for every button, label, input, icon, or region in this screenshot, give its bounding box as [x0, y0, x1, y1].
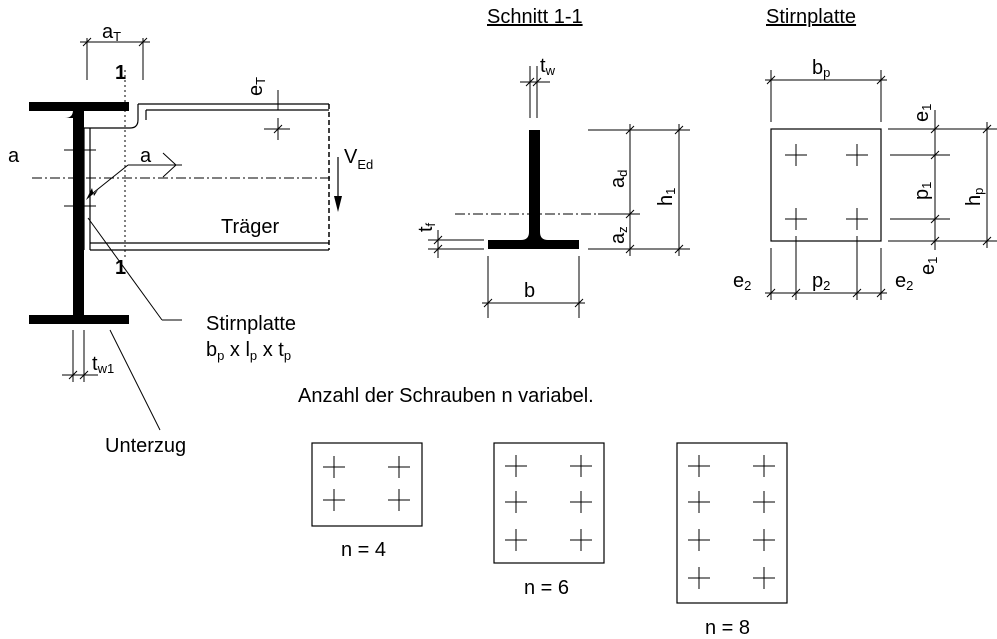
label-e-1-bottom: e1	[917, 257, 940, 275]
dim-e-T: eT	[245, 77, 290, 140]
label-b: b	[524, 280, 535, 302]
label-traeger: Träger	[221, 216, 280, 238]
traeger-beam	[32, 70, 332, 260]
label-a-T: aT	[102, 21, 121, 44]
label-stirnplatte-dims: bp x lp x tp	[206, 339, 291, 363]
label-p-2: p2	[812, 270, 830, 293]
label-t-w1: tw1	[92, 353, 114, 376]
label-e-T: eT	[245, 77, 268, 96]
variant-n6	[493, 442, 605, 564]
label-a-left: a	[8, 145, 20, 167]
dim-endplate-vertical: e1 p1 hp e1	[888, 104, 997, 275]
t-section	[455, 130, 638, 249]
unterzug-leader	[109, 329, 161, 431]
label-a-z: az	[607, 226, 630, 244]
label-n6: n = 6	[524, 577, 569, 599]
label-t-f: tf	[415, 222, 438, 232]
label-p-1: p1	[911, 182, 934, 200]
dim-t-f: tf	[415, 222, 484, 258]
dim-t-w1: tw1	[62, 330, 114, 382]
label-a-d: ad	[607, 170, 630, 188]
label-e-2-right: e2	[895, 270, 913, 293]
section-mark-top: 1	[115, 62, 126, 84]
dim-t-w: tw	[520, 55, 556, 118]
label-b-p: bp	[812, 57, 830, 80]
label-h-p: hp	[963, 188, 986, 206]
label-e-2-left: e2	[733, 270, 751, 293]
stirnplatte-leader: Stirnplatte bp x lp x tp	[87, 217, 296, 363]
label-n4: n = 4	[341, 539, 386, 561]
schnitt-title: Schnitt 1-1	[487, 6, 583, 28]
label-t-w: tw	[540, 55, 556, 78]
dim-heights: ad az h1	[588, 124, 690, 256]
variant-n4	[311, 442, 423, 527]
section-mark-bottom: 1	[115, 257, 126, 279]
label-anzahl: Anzahl der Schrauben n variabel.	[298, 385, 594, 407]
weld-symbol: a	[86, 145, 182, 200]
dim-endplate-horizontal: e2 p2 e2	[733, 236, 913, 300]
force-V-Ed: VEd	[334, 146, 373, 212]
label-unterzug: Unterzug	[105, 435, 186, 457]
dim-a-T: aT	[80, 21, 150, 80]
label-stirnplatte: Stirnplatte	[206, 313, 296, 335]
label-V-Ed: VEd	[344, 146, 373, 172]
variant-n8	[676, 442, 788, 604]
label-n8: n = 8	[705, 617, 750, 639]
dim-b-p: bp	[765, 57, 887, 122]
stirnplatte-title: Stirnplatte	[766, 6, 856, 28]
label-h-1: h1	[655, 188, 678, 206]
endplate-front	[770, 128, 882, 242]
label-a-mid: a	[140, 145, 152, 167]
dim-b: b	[482, 256, 585, 318]
label-e-1-top: e1	[911, 104, 934, 122]
